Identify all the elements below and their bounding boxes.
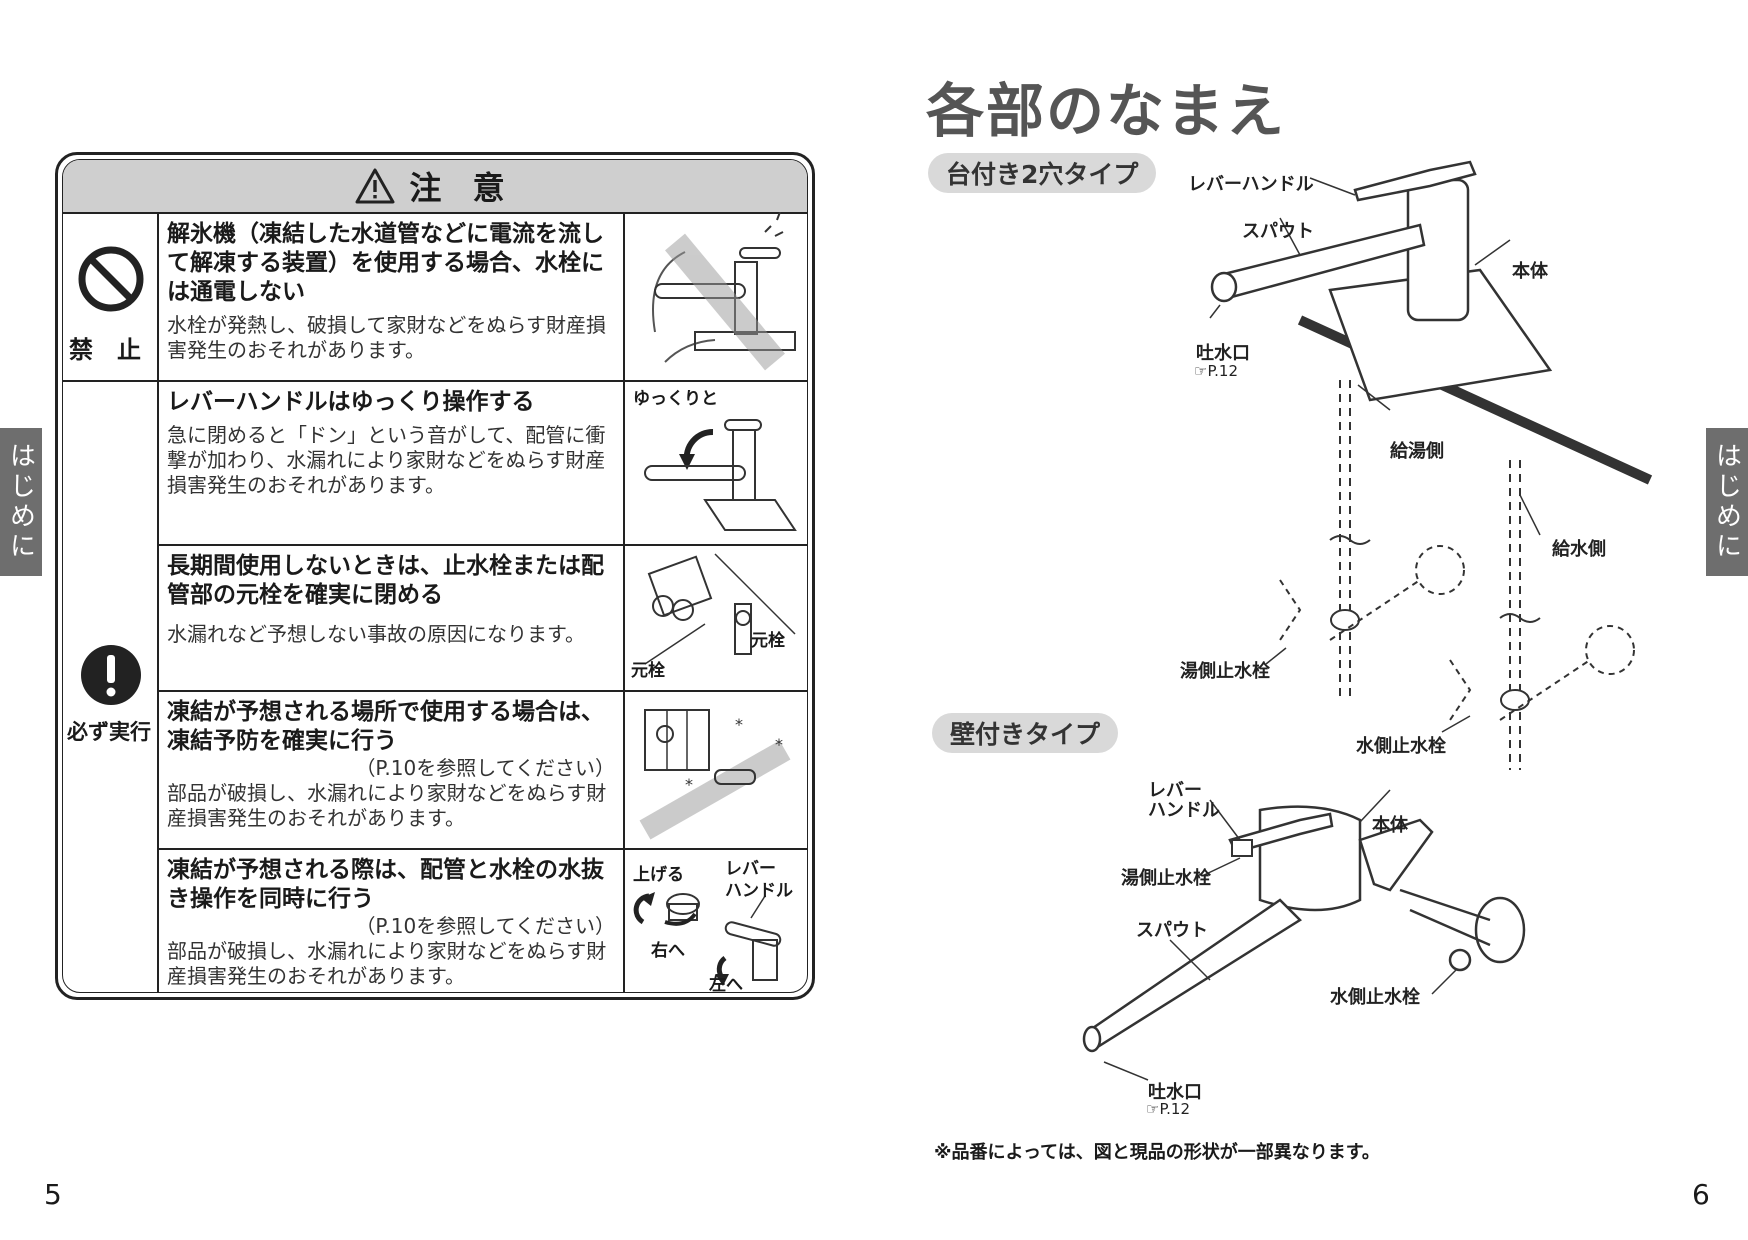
caution-row-3-text: 長期間使用しないときは、止水栓または配管部の元栓を確実に閉める 水漏れなど予想し… bbox=[159, 544, 623, 706]
prohibit-icon bbox=[78, 246, 144, 312]
deck-outlet-ref: ☞P.12 bbox=[1194, 362, 1238, 380]
wall-spout-label: スパウト bbox=[1136, 920, 1208, 941]
caution-row-2-text: レバーハンドルはゆっくり操作する 急に閉めると「ドン」という音がして、配管に衝撃… bbox=[159, 380, 623, 560]
caution-row-4-text: 凍結が予想される場所で使用する場合は、凍結予防を確実に行う （P.10を参照して… bbox=[159, 690, 623, 864]
footnote: ※品番によっては、図と現品の形状が一部異なります。 bbox=[934, 1142, 1380, 1163]
caution-row-1-illustration bbox=[623, 211, 807, 380]
main-valve-label-b: 元栓 bbox=[631, 661, 665, 681]
caution-row-4-heading: 凍結が予想される場所で使用する場合は、凍結予防を確実に行う bbox=[167, 699, 604, 754]
caution-row-3 bbox=[159, 544, 807, 690]
caution-header: 注 意 bbox=[63, 160, 807, 214]
caution-row-5-heading: 凍結が予想される際は、配管と水栓の水抜き操作を同時に行う bbox=[167, 857, 604, 912]
caution-row-4-ref: （P.10を参照してください） bbox=[355, 756, 615, 780]
side-tab-left-label: はじめに bbox=[5, 442, 36, 562]
deicer-faucet-illustration bbox=[652, 211, 796, 371]
pointing-hand-icon: ☞ bbox=[1194, 362, 1208, 380]
caution-row-3-heading: 長期間使用しないときは、止水栓または配管部の元栓を確実に閉める bbox=[167, 553, 604, 608]
deck-type-pill: 台付き2穴タイプ bbox=[928, 153, 1157, 193]
frost-window-illustration: * * * bbox=[639, 709, 791, 840]
wall-lever-label-2: ハンドル bbox=[1148, 800, 1220, 821]
caution-row-1-heading: 解氷機（凍結した水道管などに電流を流して解凍する装置）を使用する場合、水栓には通… bbox=[167, 221, 604, 305]
caution-row-5-body: 部品が破損し、水漏れにより家財などをぬらす財産損害発生のおそれがあります。 bbox=[167, 939, 607, 988]
wall-type-pill-label: 壁付きタイプ bbox=[950, 720, 1101, 749]
main-valve-label-a: 元栓 bbox=[751, 631, 785, 651]
side-tab-right-label: はじめに bbox=[1711, 442, 1742, 562]
wall-outlet-label: 吐水口 bbox=[1148, 1082, 1202, 1103]
caution-row-4-body: 部品が破損し、水漏れにより家財などをぬらす財産損害発生のおそれがあります。 bbox=[167, 781, 607, 830]
caution-row-5 bbox=[159, 848, 807, 992]
prohibit-cell: 禁 止 bbox=[63, 212, 159, 380]
caution-row-4 bbox=[159, 690, 807, 848]
wall-type-pill: 壁付きタイプ bbox=[932, 713, 1119, 753]
wall-cold-stop-label: 水側止水栓 bbox=[1330, 987, 1420, 1008]
lever-label-1: レバー bbox=[725, 859, 776, 879]
slowly-label: ゆっくりと bbox=[633, 389, 718, 409]
lever-faucet-illustration bbox=[644, 419, 797, 531]
page-number-right: 6 bbox=[1692, 1178, 1710, 1211]
caution-row-2-body: 急に閉めると「ドン」という音がして、配管に衝撃が加わり、水漏れにより家財などをぬ… bbox=[167, 423, 606, 497]
deck-type-pill-label: 台付き2穴タイプ bbox=[946, 160, 1139, 189]
deck-outlet-ref-text: P.12 bbox=[1207, 362, 1239, 380]
caution-box: 注 意 禁 止 必ず実行 解氷機（凍結した水道管などに電流を流して解凍する装置）… bbox=[55, 152, 815, 1000]
wall-outlet-ref-text: P.12 bbox=[1159, 1100, 1191, 1118]
raise-label: 上げる bbox=[633, 865, 684, 885]
must-do-cell: 必ず実行 bbox=[63, 380, 159, 992]
page-number-left: 5 bbox=[44, 1178, 62, 1211]
caution-row-5-text: 凍結が予想される際は、配管と水栓の水抜き操作を同時に行う （P.10を参照してく… bbox=[159, 848, 623, 992]
exclamation-icon bbox=[81, 645, 141, 705]
caution-title: 注 意 bbox=[409, 169, 515, 207]
deck-cold-supply-label: 給水側 bbox=[1552, 539, 1606, 560]
main-valve-illustration bbox=[644, 553, 796, 665]
deck-faucet-diagram bbox=[1209, 160, 1653, 770]
turn-right-label: 右へ bbox=[651, 941, 685, 961]
side-tab-left: はじめに bbox=[0, 428, 42, 576]
lever-label-2: ハンドル bbox=[725, 881, 793, 901]
caution-row-1-body: 水栓が発熱し、破損して家財などをぬらす財産損害発生のおそれがあります。 bbox=[167, 313, 606, 362]
caution-row-2-illustration: ゆっくりと bbox=[623, 380, 807, 544]
caution-row-3-body: 水漏れなど予想しない事故の原因になります。 bbox=[167, 622, 585, 646]
turn-left-label: 左へ bbox=[709, 975, 743, 993]
drain-operation-illustration bbox=[633, 892, 782, 986]
deck-lever-label: レバーハンドル bbox=[1188, 174, 1314, 195]
prohibit-label: 禁 止 bbox=[69, 336, 141, 364]
wall-body-label: 本体 bbox=[1372, 815, 1408, 836]
page-title: 各部のなまえ bbox=[926, 77, 1287, 145]
wall-lever-label-1: レバー bbox=[1148, 780, 1202, 801]
deck-body-label: 本体 bbox=[1512, 261, 1548, 282]
wall-hot-stop-label: 湯側止水栓 bbox=[1121, 868, 1211, 889]
caution-row-1-text: 解氷機（凍結した水道管などに電流を流して解凍する装置）を使用する場合、水栓には通… bbox=[159, 212, 623, 396]
caution-row-3-illustration: 元栓 元栓 bbox=[623, 544, 807, 690]
deck-spout-label: スパウト bbox=[1242, 221, 1314, 242]
wall-faucet-diagram bbox=[1082, 789, 1526, 1081]
svg-text:*: * bbox=[775, 735, 783, 754]
caution-row-4-illustration: * * * bbox=[623, 690, 807, 848]
side-tab-right: はじめに bbox=[1706, 428, 1748, 576]
must-do-label: 必ず実行 bbox=[67, 720, 151, 744]
pointing-hand-icon: ☞ bbox=[1146, 1100, 1160, 1118]
deck-outlet-label: 吐水口 bbox=[1196, 343, 1250, 364]
caution-row-5-illustration: 上げる レバー ハンドル 右へ 左へ bbox=[623, 848, 807, 993]
caution-row-5-ref: （P.10を参照してください） bbox=[355, 914, 615, 938]
deck-hot-supply-label: 給湯側 bbox=[1390, 441, 1444, 462]
svg-text:*: * bbox=[685, 775, 693, 794]
svg-text:*: * bbox=[735, 715, 743, 734]
caution-row-2-heading: レバーハンドルはゆっくり操作する bbox=[167, 389, 535, 415]
deck-cold-stop-label: 水側止水栓 bbox=[1356, 736, 1446, 757]
wall-outlet-ref: ☞P.12 bbox=[1146, 1100, 1190, 1118]
deck-hot-stop-label: 湯側止水栓 bbox=[1180, 661, 1270, 682]
caution-row-2 bbox=[159, 380, 807, 544]
warning-triangle-icon bbox=[355, 168, 395, 204]
